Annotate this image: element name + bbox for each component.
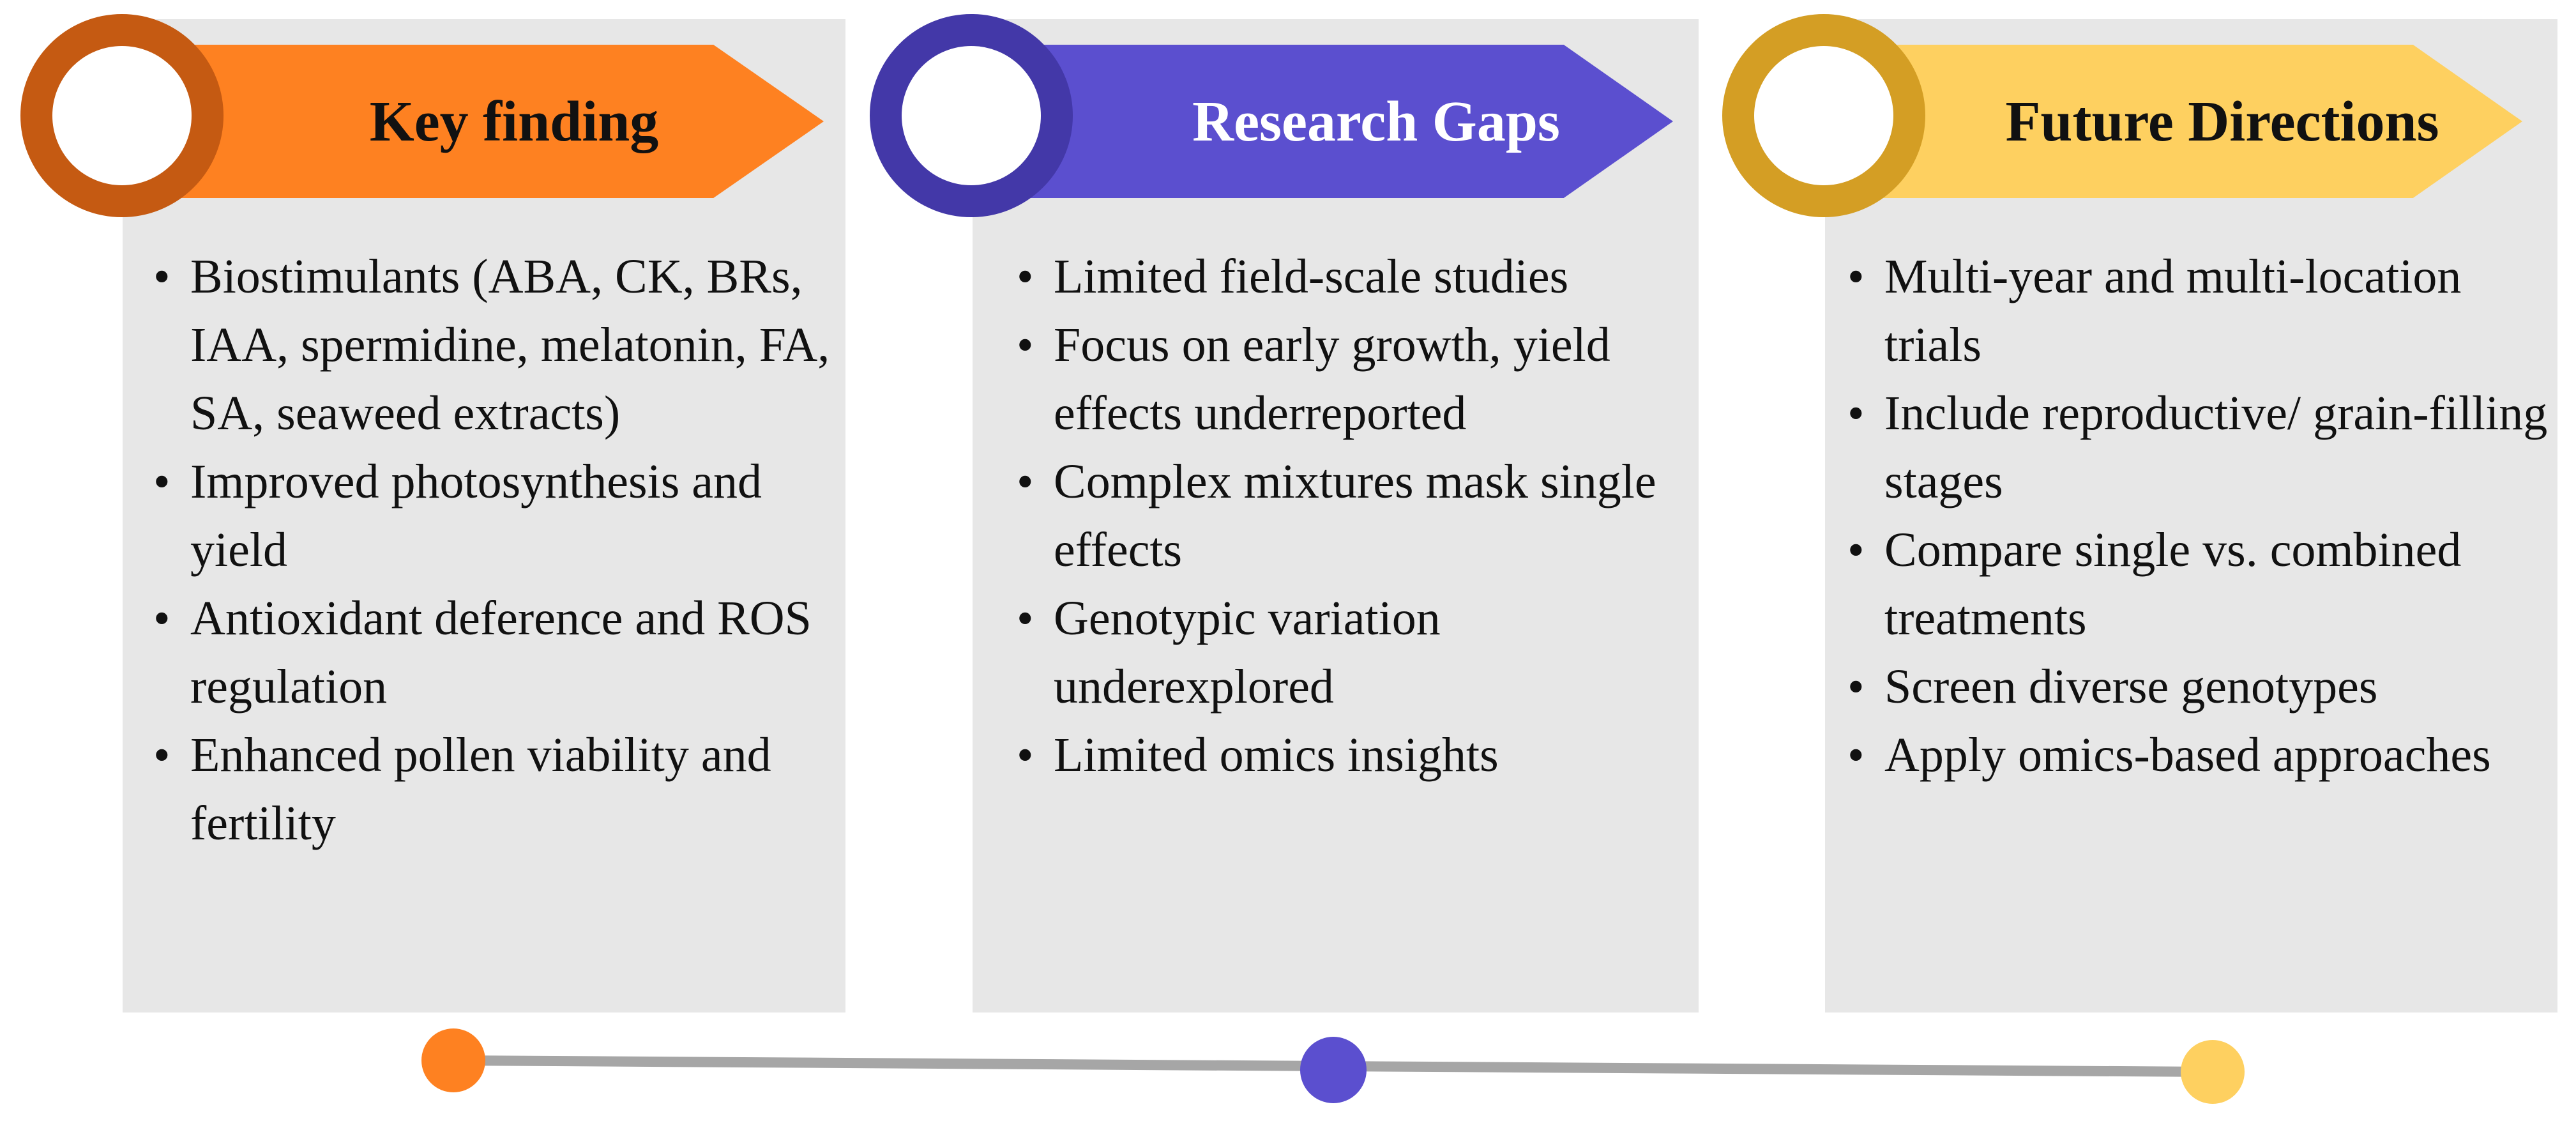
- key-finding-list: Biostimulants (ABA, CK, BRs, IAA, spermi…: [153, 243, 843, 858]
- list-item: Compare single vs. combined treatments: [1847, 516, 2556, 653]
- timeline-dot-key-finding: [421, 1028, 485, 1092]
- list-item: Include reproductive/ grain-filling stag…: [1847, 379, 2556, 516]
- list-item: Enhanced pollen viability and fertility: [153, 721, 843, 858]
- future-directions-arrow: Future Directions: [1839, 45, 2522, 198]
- research-gaps-title: Research Gaps: [1192, 89, 1560, 153]
- research-gaps-list: Limited field-scale studies Focus on ear…: [1017, 243, 1693, 790]
- list-item: Limited field-scale studies: [1017, 243, 1693, 311]
- list-item: Screen diverse genotypes: [1847, 653, 2556, 721]
- list-item: Antioxidant deference and ROS regulation: [153, 584, 843, 721]
- list-item: Genotypic variation underexplored: [1017, 584, 1693, 721]
- list-item: Focus on early growth, yield effects und…: [1017, 311, 1693, 448]
- key-finding-title: Key finding: [369, 89, 659, 153]
- future-directions-list: Multi-year and multi-location trials Inc…: [1847, 243, 2556, 790]
- research-gaps-arrow: Research Gaps: [990, 45, 1673, 198]
- list-item: Limited omics insights: [1017, 721, 1693, 790]
- list-item: Complex mixtures mask single effects: [1017, 448, 1693, 584]
- list-item: Improved photosynthesis and yield: [153, 448, 843, 584]
- timeline-dot-research-gaps: [1300, 1037, 1367, 1103]
- future-directions-title: Future Directions: [2005, 89, 2439, 153]
- list-item: Multi-year and multi-location trials: [1847, 243, 2556, 379]
- list-item: Apply omics-based approaches: [1847, 721, 2556, 790]
- key-finding-arrow: Key finding: [134, 45, 824, 198]
- list-item: Biostimulants (ABA, CK, BRs, IAA, spermi…: [153, 243, 843, 448]
- timeline-dot-future-directions: [2181, 1040, 2245, 1104]
